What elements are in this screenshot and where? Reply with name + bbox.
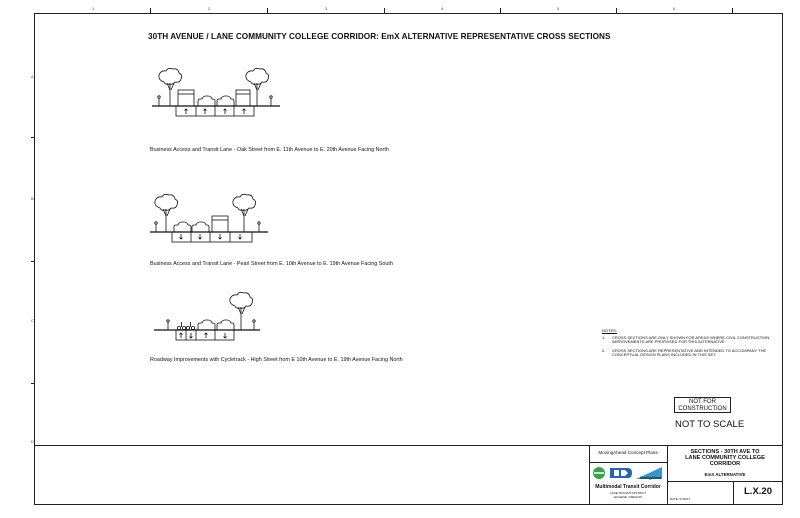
- zone-tick: [31, 137, 35, 138]
- zone-letter: C: [31, 318, 34, 323]
- note-item: 2. Cross sections are representative and…: [602, 347, 782, 358]
- sheet-number: L.X.20: [744, 486, 772, 497]
- zone-tick: [150, 8, 151, 14]
- organization-name: Multimodal Transit Corridor: [595, 484, 661, 490]
- zone-tick: [500, 8, 501, 14]
- title-block-divider: [733, 481, 734, 505]
- zone-letter: D: [31, 439, 34, 444]
- not-for-construction-stamp: NOT FOR CONSTRUCTION: [674, 397, 731, 413]
- sheet-title-line: CORRIDOR: [709, 461, 741, 467]
- stamp-line-1: NOT FOR: [689, 398, 716, 405]
- drawing-title: 30TH AVENUE / LANE COMMUNITY COLLEGE COR…: [148, 32, 611, 41]
- zone-tick: [732, 8, 733, 14]
- zone-number: 5: [557, 6, 560, 11]
- scale-note: NOT TO SCALE: [675, 419, 745, 430]
- zone-tick: [616, 8, 617, 14]
- zone-number: 6: [673, 6, 676, 11]
- stamp-line-2: CONSTRUCTION: [678, 405, 727, 412]
- general-notes: NOTES: 1. Cross sections are only shown …: [602, 328, 782, 362]
- note-item: 1. Cross sections are only shown for are…: [602, 334, 782, 345]
- notes-heading: NOTES:: [602, 328, 617, 333]
- ltd-logo-icon: [593, 467, 662, 479]
- zone-number: 3: [325, 6, 328, 11]
- zone-tick: [31, 383, 35, 384]
- cross-section-high-street-drawing: [154, 292, 260, 341]
- zone-number: 1: [92, 6, 95, 11]
- sheet-title-line: SECTIONS - 30TH AVE TO: [690, 449, 760, 455]
- title-block-rule: [589, 462, 667, 463]
- sheet-border: [34, 13, 783, 505]
- zone-tick: [384, 8, 385, 14]
- section-caption-high-street: Roadway Improvements with Cycletrack - H…: [150, 357, 403, 363]
- zone-tick: [31, 261, 35, 262]
- organization-location: EUGENE, OREGON: [614, 495, 642, 499]
- organization-subtitle: LANE TRANSIT DISTRICT: [609, 491, 647, 495]
- note-text: Cross sections are only shown for areas …: [612, 334, 770, 345]
- title-block-rule: [667, 481, 783, 482]
- sheet-title: SECTIONS - 30TH AVE TO LANE COMMUNITY CO…: [667, 449, 783, 467]
- title-block-divider: [589, 445, 590, 505]
- sheet-alternative: EmX ALTERNATIVE: [704, 472, 746, 477]
- zone-letter: A: [31, 74, 34, 79]
- sheet-title-line: LANE COMMUNITY COLLEGE: [685, 455, 765, 461]
- cross-section-pearl-street-drawing: [150, 193, 268, 243]
- logo-wordmark: MovingAhead: [640, 476, 661, 480]
- zone-tick: [267, 8, 268, 14]
- note-number: 1.: [602, 334, 606, 340]
- zone-number: 2: [208, 6, 211, 11]
- project-set-label: MovingAhead Concept Plans: [598, 450, 658, 455]
- note-number: 2.: [602, 347, 606, 353]
- section-caption-pearl-street: Business Access and Transit Lane - Pearl…: [150, 261, 393, 267]
- zone-letter: B: [31, 196, 34, 201]
- date-label: DATE: 07/2017: [670, 497, 691, 501]
- cross-section-oak-street-drawing: [152, 68, 280, 117]
- note-text: Cross sections are representative and in…: [612, 347, 767, 358]
- title-block-top-rule: [34, 445, 783, 446]
- section-caption-oak-street: Business Access and Transit Lane - Oak S…: [150, 147, 389, 153]
- title-block-divider: [667, 445, 668, 505]
- zone-number: 4: [441, 6, 444, 11]
